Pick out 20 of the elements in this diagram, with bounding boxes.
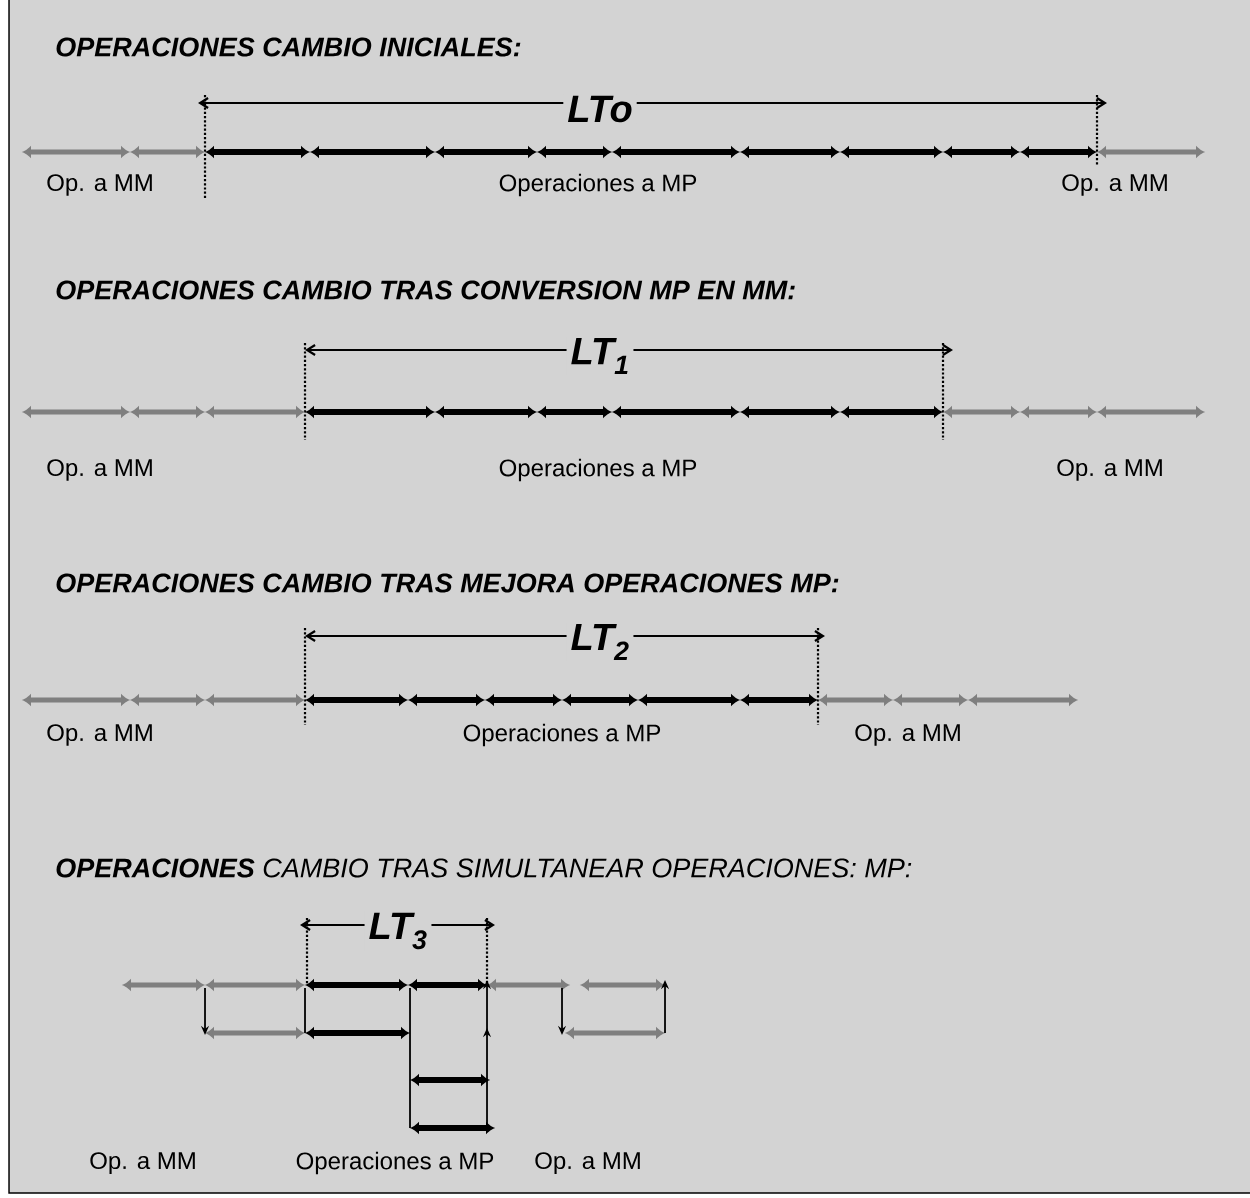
dimension-label: LT$_{3}$ <box>364 911 432 951</box>
segment-label: Op. a MM <box>1057 459 1162 481</box>
segment-label: Op. a MM <box>535 1152 640 1174</box>
segment-label: Operaciones a MP <box>296 1151 494 1175</box>
segment-label: Operaciones a MP <box>499 173 697 197</box>
dimension-label: LT$_{1}$ <box>566 337 634 375</box>
segment-label: Op. a MM <box>47 174 152 196</box>
segment-label: Operaciones a MP <box>463 723 661 747</box>
dimension-label: LTo <box>563 94 637 124</box>
dimension-label: LT$_{2}$ <box>566 622 634 662</box>
section-heading: OPERACIONES CAMBIO TRAS MEJORA OPERACIONES MP: <box>56 573 839 593</box>
segment-label: Op. a MM <box>47 724 152 746</box>
segment-label: Op. a MM <box>47 459 152 481</box>
segment-label: Op. a MM <box>1062 174 1167 196</box>
segment-label: Op. a MM <box>90 1152 195 1174</box>
segment-label: Operaciones a MP <box>499 458 697 482</box>
section-heading: OPERACIONES CAMBIO INICIALES: <box>56 37 521 57</box>
segment-label: Op. a MM <box>855 724 960 746</box>
section-heading: OPERACIONES CAMBIO TRAS SIMULTANEAR OPERACIONES: MP: <box>56 858 912 878</box>
section-heading: OPERACIONES CAMBIO TRAS CONVERSION MP EN MM: <box>56 280 795 300</box>
